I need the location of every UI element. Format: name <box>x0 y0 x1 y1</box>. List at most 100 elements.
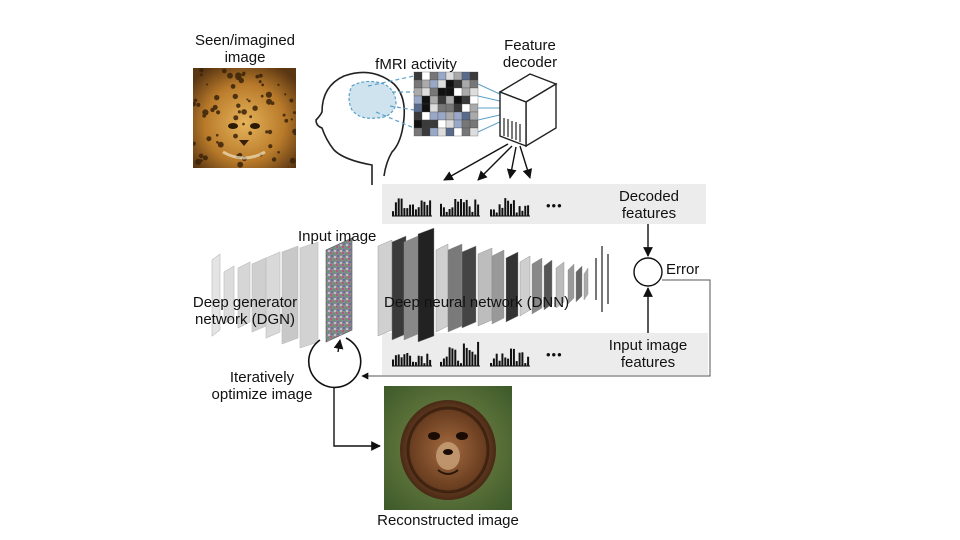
histogram-bar <box>462 202 465 216</box>
input-features-band <box>382 333 708 375</box>
fmri-voxel <box>437 87 447 97</box>
decoded-features-label: Decoded features <box>604 188 694 222</box>
histogram-bar <box>426 353 429 366</box>
fmri-voxel <box>413 111 423 121</box>
histogram-bar <box>474 199 477 216</box>
fmri-voxel <box>429 103 439 113</box>
histogram-bar <box>417 355 420 366</box>
histogram-bar <box>524 363 527 366</box>
input-image-features-label-line1: Input image <box>608 337 688 354</box>
histogram-bar <box>400 198 403 216</box>
histogram-bar <box>451 348 454 366</box>
histogram-bar <box>454 199 457 216</box>
iterate-label-line2: optimize image <box>211 386 313 403</box>
histogram-bar <box>417 207 420 216</box>
fmri-guide-lines <box>367 75 415 129</box>
histogram-bar <box>420 356 423 366</box>
fmri-voxel <box>469 127 479 137</box>
decoded-features-label-line2: features <box>621 205 677 222</box>
histogram-bar <box>442 358 445 366</box>
dgn-layer <box>223 265 235 325</box>
fmri-voxel <box>461 111 471 121</box>
histogram-bar <box>510 348 512 366</box>
histogram-bar <box>445 356 448 366</box>
histogram-bar <box>495 353 498 366</box>
dnn-layer <box>575 265 583 303</box>
histogram-bar <box>403 354 406 366</box>
fmri-voxel <box>453 119 463 129</box>
input-image-noise <box>325 237 353 343</box>
fmri-voxel <box>437 111 447 121</box>
fmri-voxel <box>437 119 447 129</box>
histogram-bar <box>521 210 524 216</box>
fmri-voxel <box>453 111 463 121</box>
input-image-features-label-line2: features <box>620 354 676 371</box>
fmri-voxel <box>469 71 479 81</box>
histogram-bar <box>504 357 507 366</box>
histogram-bar <box>442 207 445 216</box>
histogram-bar <box>474 354 477 366</box>
fmri-voxel <box>461 95 471 105</box>
ellipsis-bottom: ••• <box>546 347 563 362</box>
histogram-bar <box>409 204 412 216</box>
histogram-bar <box>460 199 462 216</box>
fmri-voxel <box>445 95 455 105</box>
histogram-bar <box>457 201 460 216</box>
fmri-voxel <box>413 79 423 89</box>
dnn-layer <box>567 263 575 305</box>
dnn-layer <box>505 251 519 323</box>
fmri-voxel <box>453 71 463 81</box>
histogram-bar <box>414 209 417 216</box>
brain-icon <box>348 80 397 119</box>
fmri-voxel <box>461 79 471 89</box>
fmri-voxel <box>445 79 455 89</box>
histogram-bar <box>403 208 406 216</box>
fmri-voxel <box>469 87 479 97</box>
seen-image-label-line1: Seen/imagined <box>194 32 296 49</box>
histogram-bar <box>498 204 501 216</box>
fmri-voxel <box>429 95 439 105</box>
histogram-bar <box>392 211 394 216</box>
decoded-features-band <box>382 184 706 224</box>
histogram-bar <box>490 209 492 216</box>
dnn-layer <box>403 235 419 341</box>
fmri-voxel <box>453 127 463 137</box>
histogram-bar <box>462 343 465 366</box>
histogram-bar <box>448 347 451 366</box>
fmri-voxel <box>461 127 471 137</box>
histogram-bar <box>392 359 394 366</box>
histogram-bar <box>414 362 417 366</box>
fmri-activity-label: fMRI activity <box>375 56 457 73</box>
fmri-voxel <box>445 103 455 113</box>
histogram-bar <box>515 212 518 216</box>
feature-decoder-label-line2: decoder <box>502 54 558 71</box>
dgn-label-line2: network (DGN) <box>194 311 295 328</box>
fmri-voxel <box>429 111 439 121</box>
histogram-bar <box>477 204 480 216</box>
fmri-voxel <box>421 87 431 97</box>
histogram-bar <box>406 208 409 216</box>
fmri-voxel <box>469 79 479 89</box>
histogram-bar <box>492 209 495 216</box>
fmri-voxel <box>445 119 455 129</box>
iterate-loop-icon <box>307 337 362 389</box>
seen-image-leopard <box>193 68 296 168</box>
histogram-bar <box>460 363 462 366</box>
histogram-bar <box>429 200 432 216</box>
fmri-voxel <box>461 119 471 129</box>
histogram-bar <box>429 359 432 366</box>
decoded-features-label-line1: Decoded <box>618 188 680 205</box>
fmri-voxel <box>429 87 439 97</box>
histogram-bar <box>492 358 495 366</box>
dnn-layer <box>417 227 435 343</box>
fmri-voxel <box>437 95 447 105</box>
reconstructed-image-label: Reconstructed image <box>377 512 519 529</box>
histogram-bar <box>498 360 501 366</box>
histogram-bar <box>445 211 448 216</box>
histogram-bar <box>518 352 521 366</box>
histogram-bar <box>515 361 518 366</box>
error-node <box>633 257 663 287</box>
dnn-layer <box>435 243 449 333</box>
fmri-voxel <box>445 127 455 137</box>
